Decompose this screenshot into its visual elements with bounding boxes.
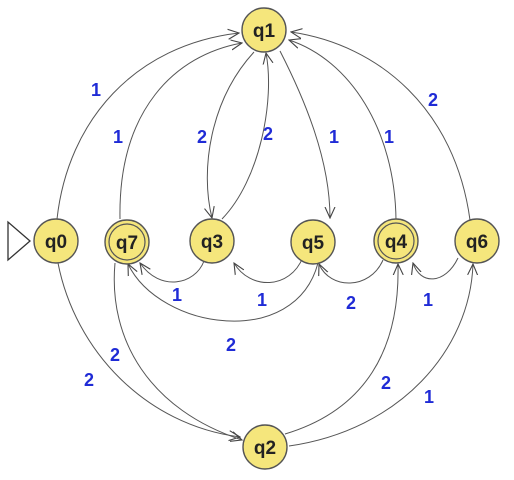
transition-q7-q1 (119, 43, 242, 220)
state-q7-circle (104, 219, 150, 265)
states-layer: q0 q1 q2 q3 q5 q4 q6 q7 (33, 7, 500, 470)
label-q4-q1: 1 (384, 127, 394, 147)
transition-q5-q7 (128, 263, 319, 322)
state-q6-label: q6 (466, 232, 488, 253)
label-q7-q2: 2 (110, 345, 120, 365)
transition-q3-q1 (221, 53, 269, 220)
state-q7[interactable]: q7 (104, 219, 150, 265)
state-q0-circle (33, 218, 79, 264)
state-q1[interactable]: q1 (241, 7, 287, 53)
label-q2-q4: 2 (381, 373, 391, 393)
transition-q0-q1 (56, 33, 239, 220)
state-q6-circle (454, 218, 500, 264)
label-q6-q1: 2 (428, 90, 438, 110)
label-q1-q5: 1 (329, 127, 339, 147)
label-q3-q1: 2 (263, 124, 273, 144)
state-q4-accepting-ring (377, 222, 415, 260)
state-q7-label: q7 (116, 233, 138, 254)
state-q3-label: q3 (201, 232, 223, 253)
label-q1-q3: 2 (197, 127, 207, 147)
transition-q3-q7 (140, 260, 205, 283)
transition-q4-q1 (289, 40, 397, 221)
transition-q0-q2 (57, 262, 240, 437)
transition-q4-q5 (319, 259, 384, 284)
label-q0-q2: 2 (84, 370, 94, 390)
transitions-layer (56, 32, 473, 447)
label-q7-q1: 1 (113, 127, 123, 147)
transition-q7-q2 (113, 262, 242, 440)
state-q2-label: q2 (254, 438, 276, 459)
state-q1-label: q1 (253, 21, 276, 42)
state-q5-label: q5 (302, 233, 325, 254)
state-q2[interactable]: q2 (242, 424, 288, 470)
state-q4[interactable]: q4 (373, 218, 419, 264)
transition-q1-q3 (207, 51, 255, 218)
state-q5[interactable]: q5 (290, 219, 336, 265)
label-q3-q7: 1 (172, 285, 182, 305)
state-q3-circle (189, 218, 235, 264)
state-q0[interactable]: q0 (33, 218, 79, 264)
label-q0-q1: 1 (91, 80, 101, 100)
label-q5-q7: 2 (226, 335, 236, 355)
state-q4-circle (373, 218, 419, 264)
state-q3[interactable]: q3 (189, 218, 235, 264)
label-q6-q4: 1 (423, 290, 433, 310)
start-arrow-icon (7, 220, 31, 262)
transition-q6-q1 (291, 32, 471, 221)
state-q4-label: q4 (385, 232, 408, 253)
transition-q2-q4 (284, 264, 398, 435)
transition-q1-q5 (279, 50, 330, 218)
label-q4-q5: 2 (346, 293, 356, 313)
transition-q5-q3 (234, 256, 304, 284)
state-q6[interactable]: q6 (454, 218, 500, 264)
state-q2-circle (242, 424, 288, 470)
state-q0-label: q0 (45, 232, 67, 253)
transition-labels-layer: 1 2 1 2 2 2 1 1 2 1 1 2 2 1 2 1 (84, 80, 438, 407)
label-q2-q6: 1 (424, 387, 434, 407)
transition-q2-q6 (288, 264, 473, 447)
state-q5-circle (290, 219, 336, 265)
state-q7-accepting-ring (108, 223, 146, 261)
state-q1-circle (241, 7, 287, 53)
transition-q6-q4 (413, 257, 459, 280)
label-q5-q3: 1 (257, 290, 267, 310)
